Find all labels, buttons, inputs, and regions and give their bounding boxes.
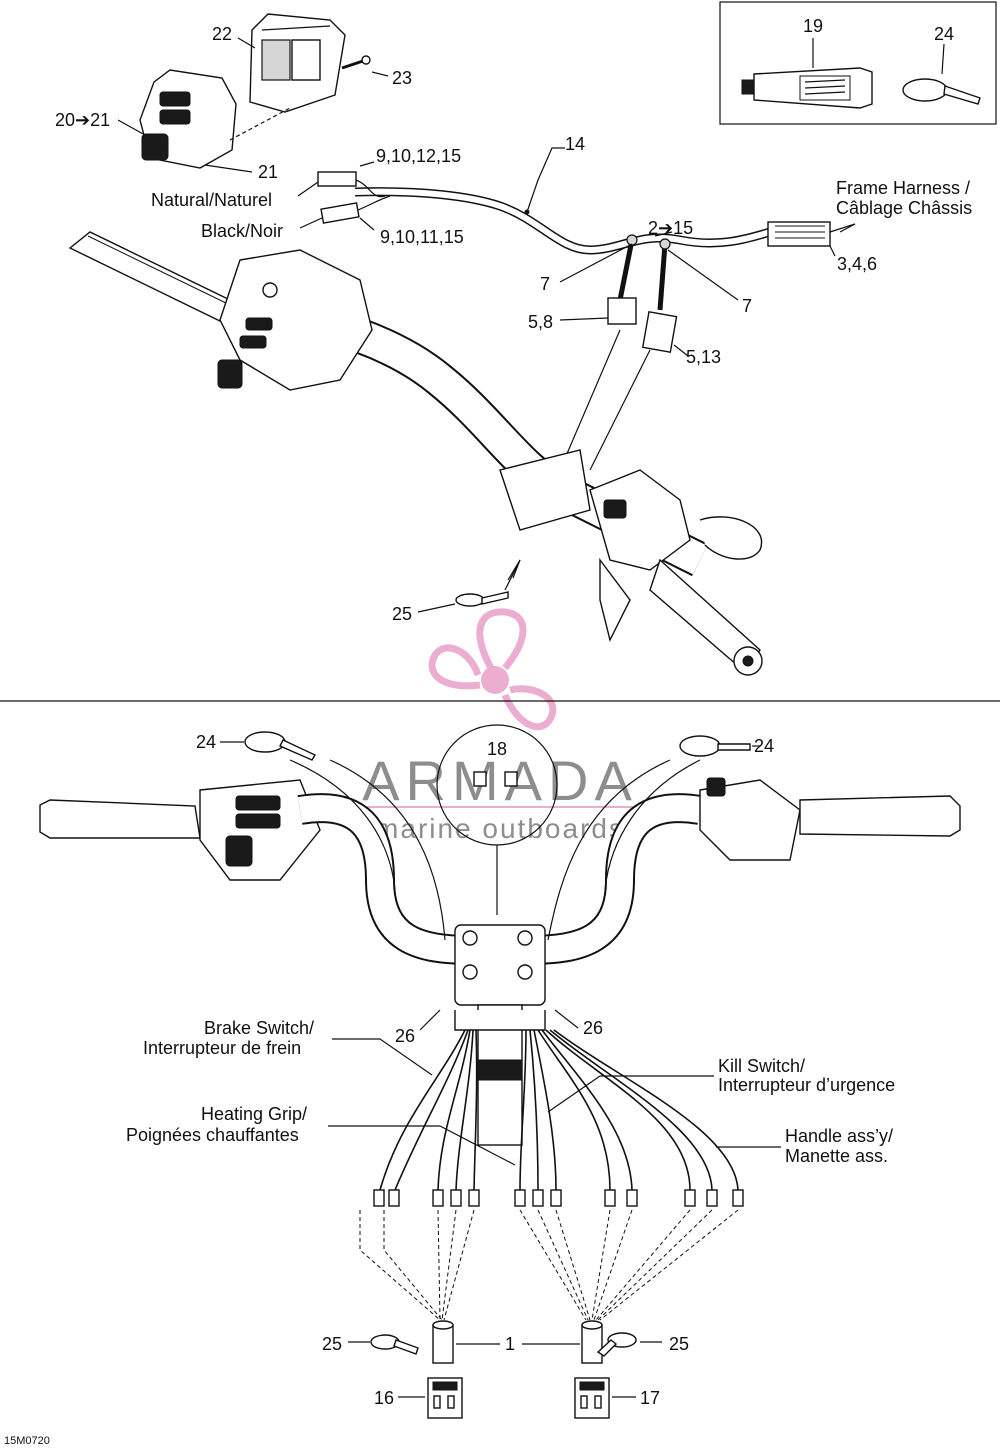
callout-26-right: 26 bbox=[583, 1018, 603, 1038]
handlebar-top-icon bbox=[68, 231, 763, 676]
wire-bundle-icon bbox=[379, 1029, 739, 1191]
callout-3-4-6: 3,4,6 bbox=[837, 254, 877, 274]
callout-9-10-12-15: 9,10,12,15 bbox=[376, 146, 461, 166]
label-frame-harness-2: Câblage Châssis bbox=[836, 198, 972, 218]
callout-25-left: 25 bbox=[322, 1334, 342, 1354]
callout-7-left: 7 bbox=[540, 274, 550, 294]
wiring-harness-icon bbox=[317, 171, 831, 353]
callout-21: 21 bbox=[258, 162, 278, 182]
handlebar-front-icon bbox=[39, 777, 961, 1146]
label-kill-switch-2: Interrupteur d’urgence bbox=[718, 1075, 895, 1095]
callout-24-inset: 24 bbox=[934, 24, 954, 44]
label-heating-grip-1: Heating Grip/ bbox=[201, 1104, 307, 1124]
callout-17: 17 bbox=[640, 1388, 660, 1408]
callout-5-13: 5,13 bbox=[686, 347, 721, 367]
label-kill-switch-1: Kill Switch/ bbox=[718, 1056, 805, 1076]
callout-9-10-11-15: 9,10,11,15 bbox=[380, 227, 464, 247]
cable-tie-right-icon bbox=[679, 735, 751, 757]
screw-icon bbox=[341, 55, 371, 70]
callout-2-15: 2➔15 bbox=[648, 218, 693, 238]
callout-18: 18 bbox=[487, 739, 507, 759]
wire-terminals-icon bbox=[373, 1189, 744, 1207]
label-brake-switch-1: Brake Switch/ bbox=[204, 1018, 314, 1038]
cable-tie-top-icon bbox=[455, 591, 509, 607]
grease-tube-icon bbox=[741, 67, 873, 109]
watermark: ARMADA marine outboards bbox=[350, 608, 650, 844]
callout-14: 14 bbox=[565, 134, 585, 154]
connector-16-icon bbox=[427, 1377, 463, 1419]
dashed-leaders bbox=[359, 1209, 739, 1321]
callout-20-21: 20➔21 bbox=[55, 110, 110, 130]
cable-tie-bottom-right-icon bbox=[596, 1332, 637, 1357]
splice-sleeve-right-icon bbox=[581, 1320, 603, 1364]
label-frame-harness-1: Frame Harness / bbox=[836, 178, 970, 198]
label-black: Black/Noir bbox=[201, 221, 283, 241]
connector-17-icon bbox=[574, 1377, 610, 1419]
callout-25-top: 25 bbox=[392, 604, 412, 624]
callout-16: 16 bbox=[374, 1388, 394, 1408]
propeller-hub-icon bbox=[481, 666, 509, 694]
label-heating-grip-2: Poignées chauffantes bbox=[126, 1125, 299, 1145]
callout-24-right: 24 bbox=[754, 736, 774, 756]
callout-19: 19 bbox=[803, 16, 823, 36]
callout-25-right: 25 bbox=[669, 1334, 689, 1354]
cable-tie-bottom-left-icon bbox=[370, 1334, 419, 1355]
label-handle-assy-1: Handle ass’y/ bbox=[785, 1126, 893, 1146]
switch-cover-icon bbox=[249, 13, 346, 113]
propeller-logo-icon bbox=[428, 608, 557, 731]
callout-26-left: 26 bbox=[395, 1026, 415, 1046]
inset-box bbox=[719, 1, 997, 125]
watermark-brand: ARMADA bbox=[362, 749, 638, 812]
label-natural: Natural/Naturel bbox=[151, 190, 272, 210]
label-brake-switch-2: Interrupteur de frein bbox=[143, 1038, 301, 1058]
callout-7-right: 7 bbox=[742, 296, 752, 316]
callout-23: 23 bbox=[392, 68, 412, 88]
cable-tie-icon bbox=[902, 78, 981, 105]
callout-22: 22 bbox=[212, 24, 232, 44]
callout-5-8: 5,8 bbox=[528, 312, 553, 332]
cable-tie-left-icon bbox=[244, 731, 316, 761]
label-handle-assy-2: Manette ass. bbox=[785, 1146, 888, 1166]
splice-sleeve-left-icon bbox=[432, 1320, 454, 1364]
callout-24-left: 24 bbox=[196, 732, 216, 752]
switch-module-icon bbox=[139, 69, 237, 169]
callout-1: 1 bbox=[505, 1334, 515, 1354]
figure-code: 15M0720 bbox=[4, 1435, 50, 1447]
